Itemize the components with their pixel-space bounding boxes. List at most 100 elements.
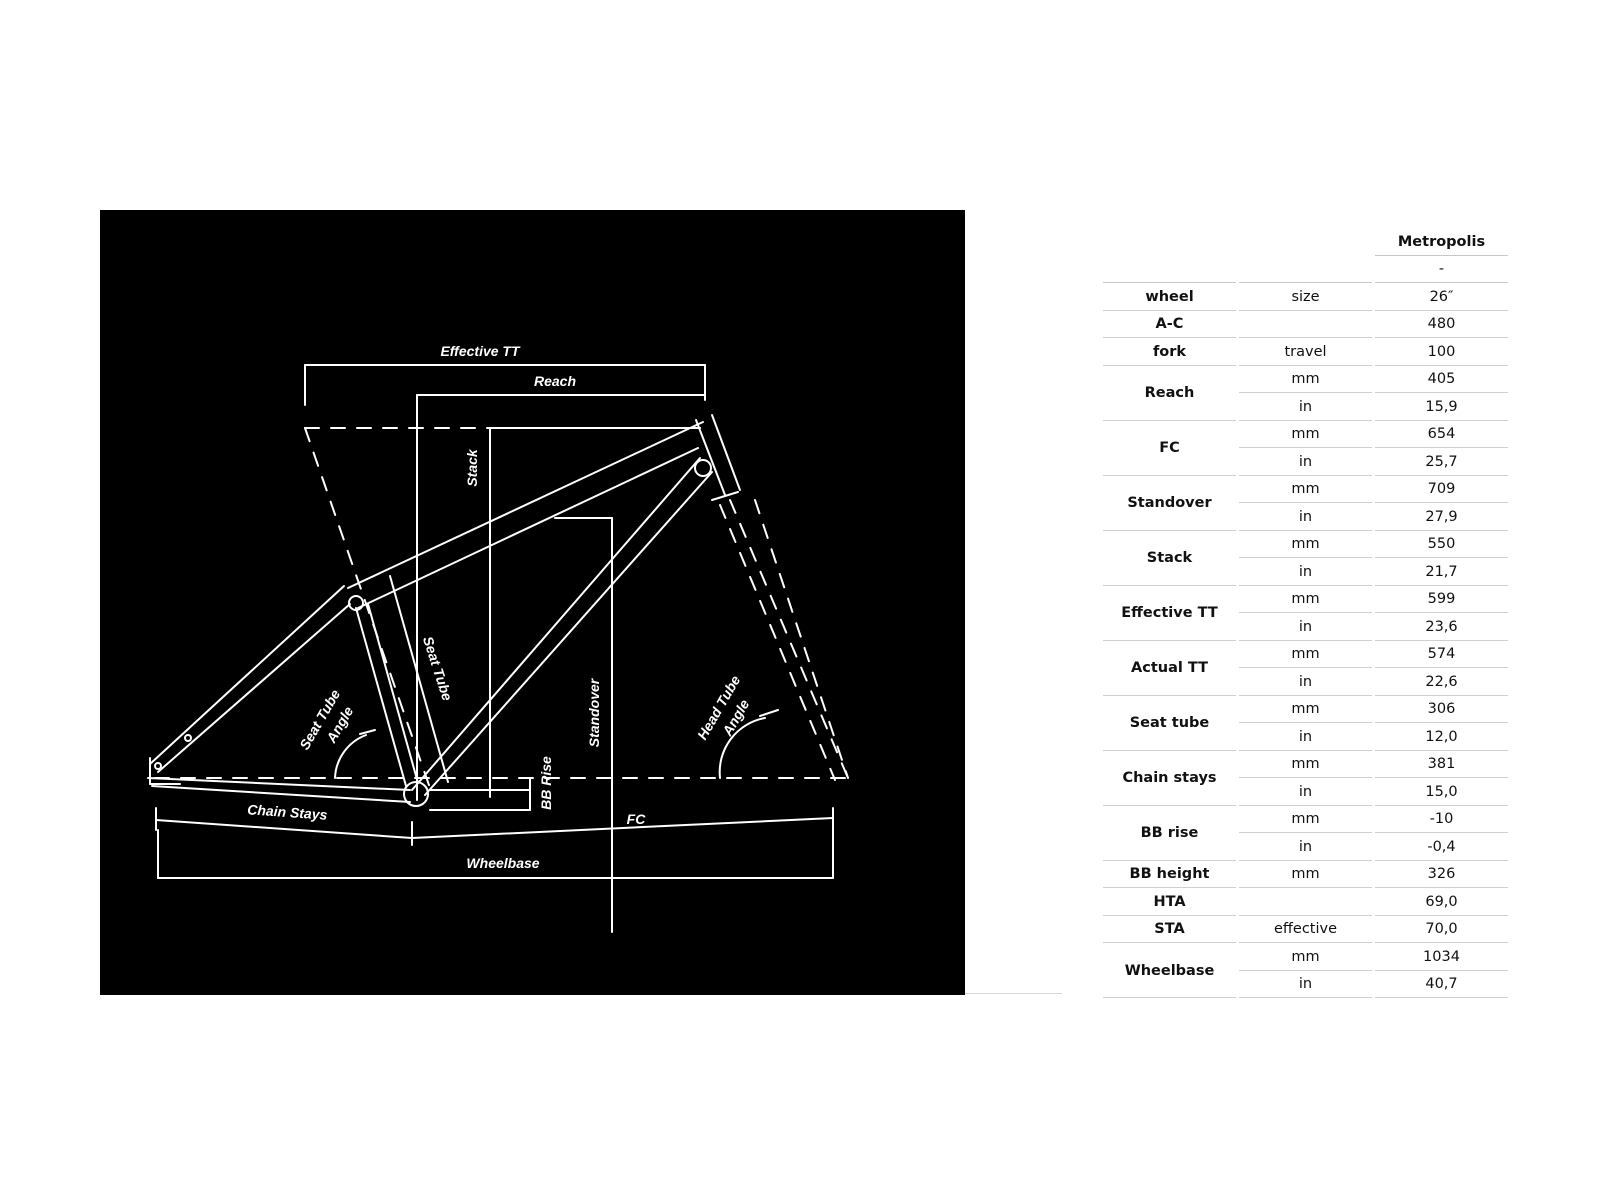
- dashed-reference-lines: [154, 427, 849, 789]
- label-stack: Stack: [464, 448, 480, 487]
- header-blank-name: [1103, 229, 1236, 256]
- row-value: 599: [1375, 587, 1508, 613]
- row-unit: in: [1239, 779, 1372, 806]
- row-value: 21,7: [1375, 559, 1508, 586]
- row-name: Wheelbase: [1103, 944, 1236, 998]
- label-standover: Standover: [586, 677, 602, 747]
- row-unit: in: [1239, 614, 1372, 641]
- row-unit: in: [1239, 504, 1372, 531]
- row-value: -0,4: [1375, 834, 1508, 861]
- head-tube-angle-arc: [718, 717, 766, 779]
- reach-dimension: [416, 394, 706, 801]
- seat-tube-angle-arc: [334, 734, 367, 779]
- row-unit: mm: [1239, 752, 1372, 778]
- row-value: 100: [1375, 339, 1508, 366]
- diagram-labels: Effective TT Reach Stack Seat Tube Seat …: [247, 343, 753, 871]
- divider-line: [965, 993, 1062, 994]
- row-name: Stack: [1103, 532, 1236, 586]
- row-value: 480: [1375, 312, 1508, 338]
- row-name: fork: [1103, 339, 1236, 366]
- chain-stays-dimension: [155, 807, 413, 846]
- row-unit: travel: [1239, 339, 1372, 366]
- row-value: 12,0: [1375, 724, 1508, 751]
- row-name: BB rise: [1103, 807, 1236, 861]
- size-value: -: [1375, 257, 1508, 283]
- row-unit: mm: [1239, 477, 1372, 503]
- label-reach: Reach: [534, 373, 576, 389]
- row-value: 326: [1375, 862, 1508, 888]
- row-value: 709: [1375, 477, 1508, 503]
- row-unit: in: [1239, 394, 1372, 421]
- row-name: Reach: [1103, 367, 1236, 421]
- row-value: 1034: [1375, 944, 1508, 971]
- row-unit: mm: [1239, 367, 1372, 393]
- row-value: 15,9: [1375, 394, 1508, 421]
- row-value: 306: [1375, 697, 1508, 723]
- header-blank-unit: [1239, 229, 1372, 256]
- row-unit: mm: [1239, 422, 1372, 448]
- label-wheelbase: Wheelbase: [466, 855, 539, 871]
- row-name: Chain stays: [1103, 752, 1236, 806]
- size-blank-name: [1103, 257, 1236, 283]
- row-value: 27,9: [1375, 504, 1508, 531]
- row-name: Actual TT: [1103, 642, 1236, 696]
- row-name: Seat tube: [1103, 697, 1236, 751]
- row-name: Standover: [1103, 477, 1236, 531]
- bb-rise-dimension: [429, 777, 531, 811]
- row-name: FC: [1103, 422, 1236, 476]
- row-value: 15,0: [1375, 779, 1508, 806]
- row-name: wheel: [1103, 284, 1236, 311]
- wheelbase-dimension: [157, 829, 834, 879]
- row-value: 70,0: [1375, 917, 1508, 943]
- row-value: 40,7: [1375, 972, 1508, 998]
- label-fc: FC: [627, 811, 647, 827]
- size-blank-unit: [1239, 257, 1372, 283]
- row-name: HTA: [1103, 889, 1236, 916]
- bike-frame: [147, 414, 741, 807]
- label-seat-tube: Seat Tube: [420, 634, 456, 703]
- frame-drawing: Effective TT Reach Stack Seat Tube Seat …: [147, 343, 849, 933]
- row-value: 69,0: [1375, 889, 1508, 916]
- standover-dimension: [554, 517, 613, 933]
- row-unit: [1239, 889, 1372, 916]
- row-value: -10: [1375, 807, 1508, 833]
- row-unit: size: [1239, 284, 1372, 311]
- row-unit: mm: [1239, 807, 1372, 833]
- row-unit: in: [1239, 724, 1372, 751]
- row-unit: mm: [1239, 862, 1372, 888]
- label-bb-rise: BB Rise: [538, 756, 554, 810]
- row-unit: in: [1239, 972, 1372, 998]
- row-unit: effective: [1239, 917, 1372, 943]
- label-effective-tt: Effective TT: [440, 343, 521, 359]
- fc-dimension: [411, 807, 834, 839]
- row-name: STA: [1103, 917, 1236, 943]
- row-value: 405: [1375, 367, 1508, 393]
- row-value: 550: [1375, 532, 1508, 558]
- row-unit: in: [1239, 669, 1372, 696]
- column-header-model: Metropolis: [1375, 229, 1508, 256]
- row-name: Effective TT: [1103, 587, 1236, 641]
- effective-tt-dimension: [304, 364, 706, 406]
- row-value: 381: [1375, 752, 1508, 778]
- table-row: in-0,4: [1103, 834, 1508, 861]
- row-value: 26″: [1375, 284, 1508, 311]
- frame-geometry-diagram: Effective TT Reach Stack Seat Tube Seat …: [100, 210, 965, 995]
